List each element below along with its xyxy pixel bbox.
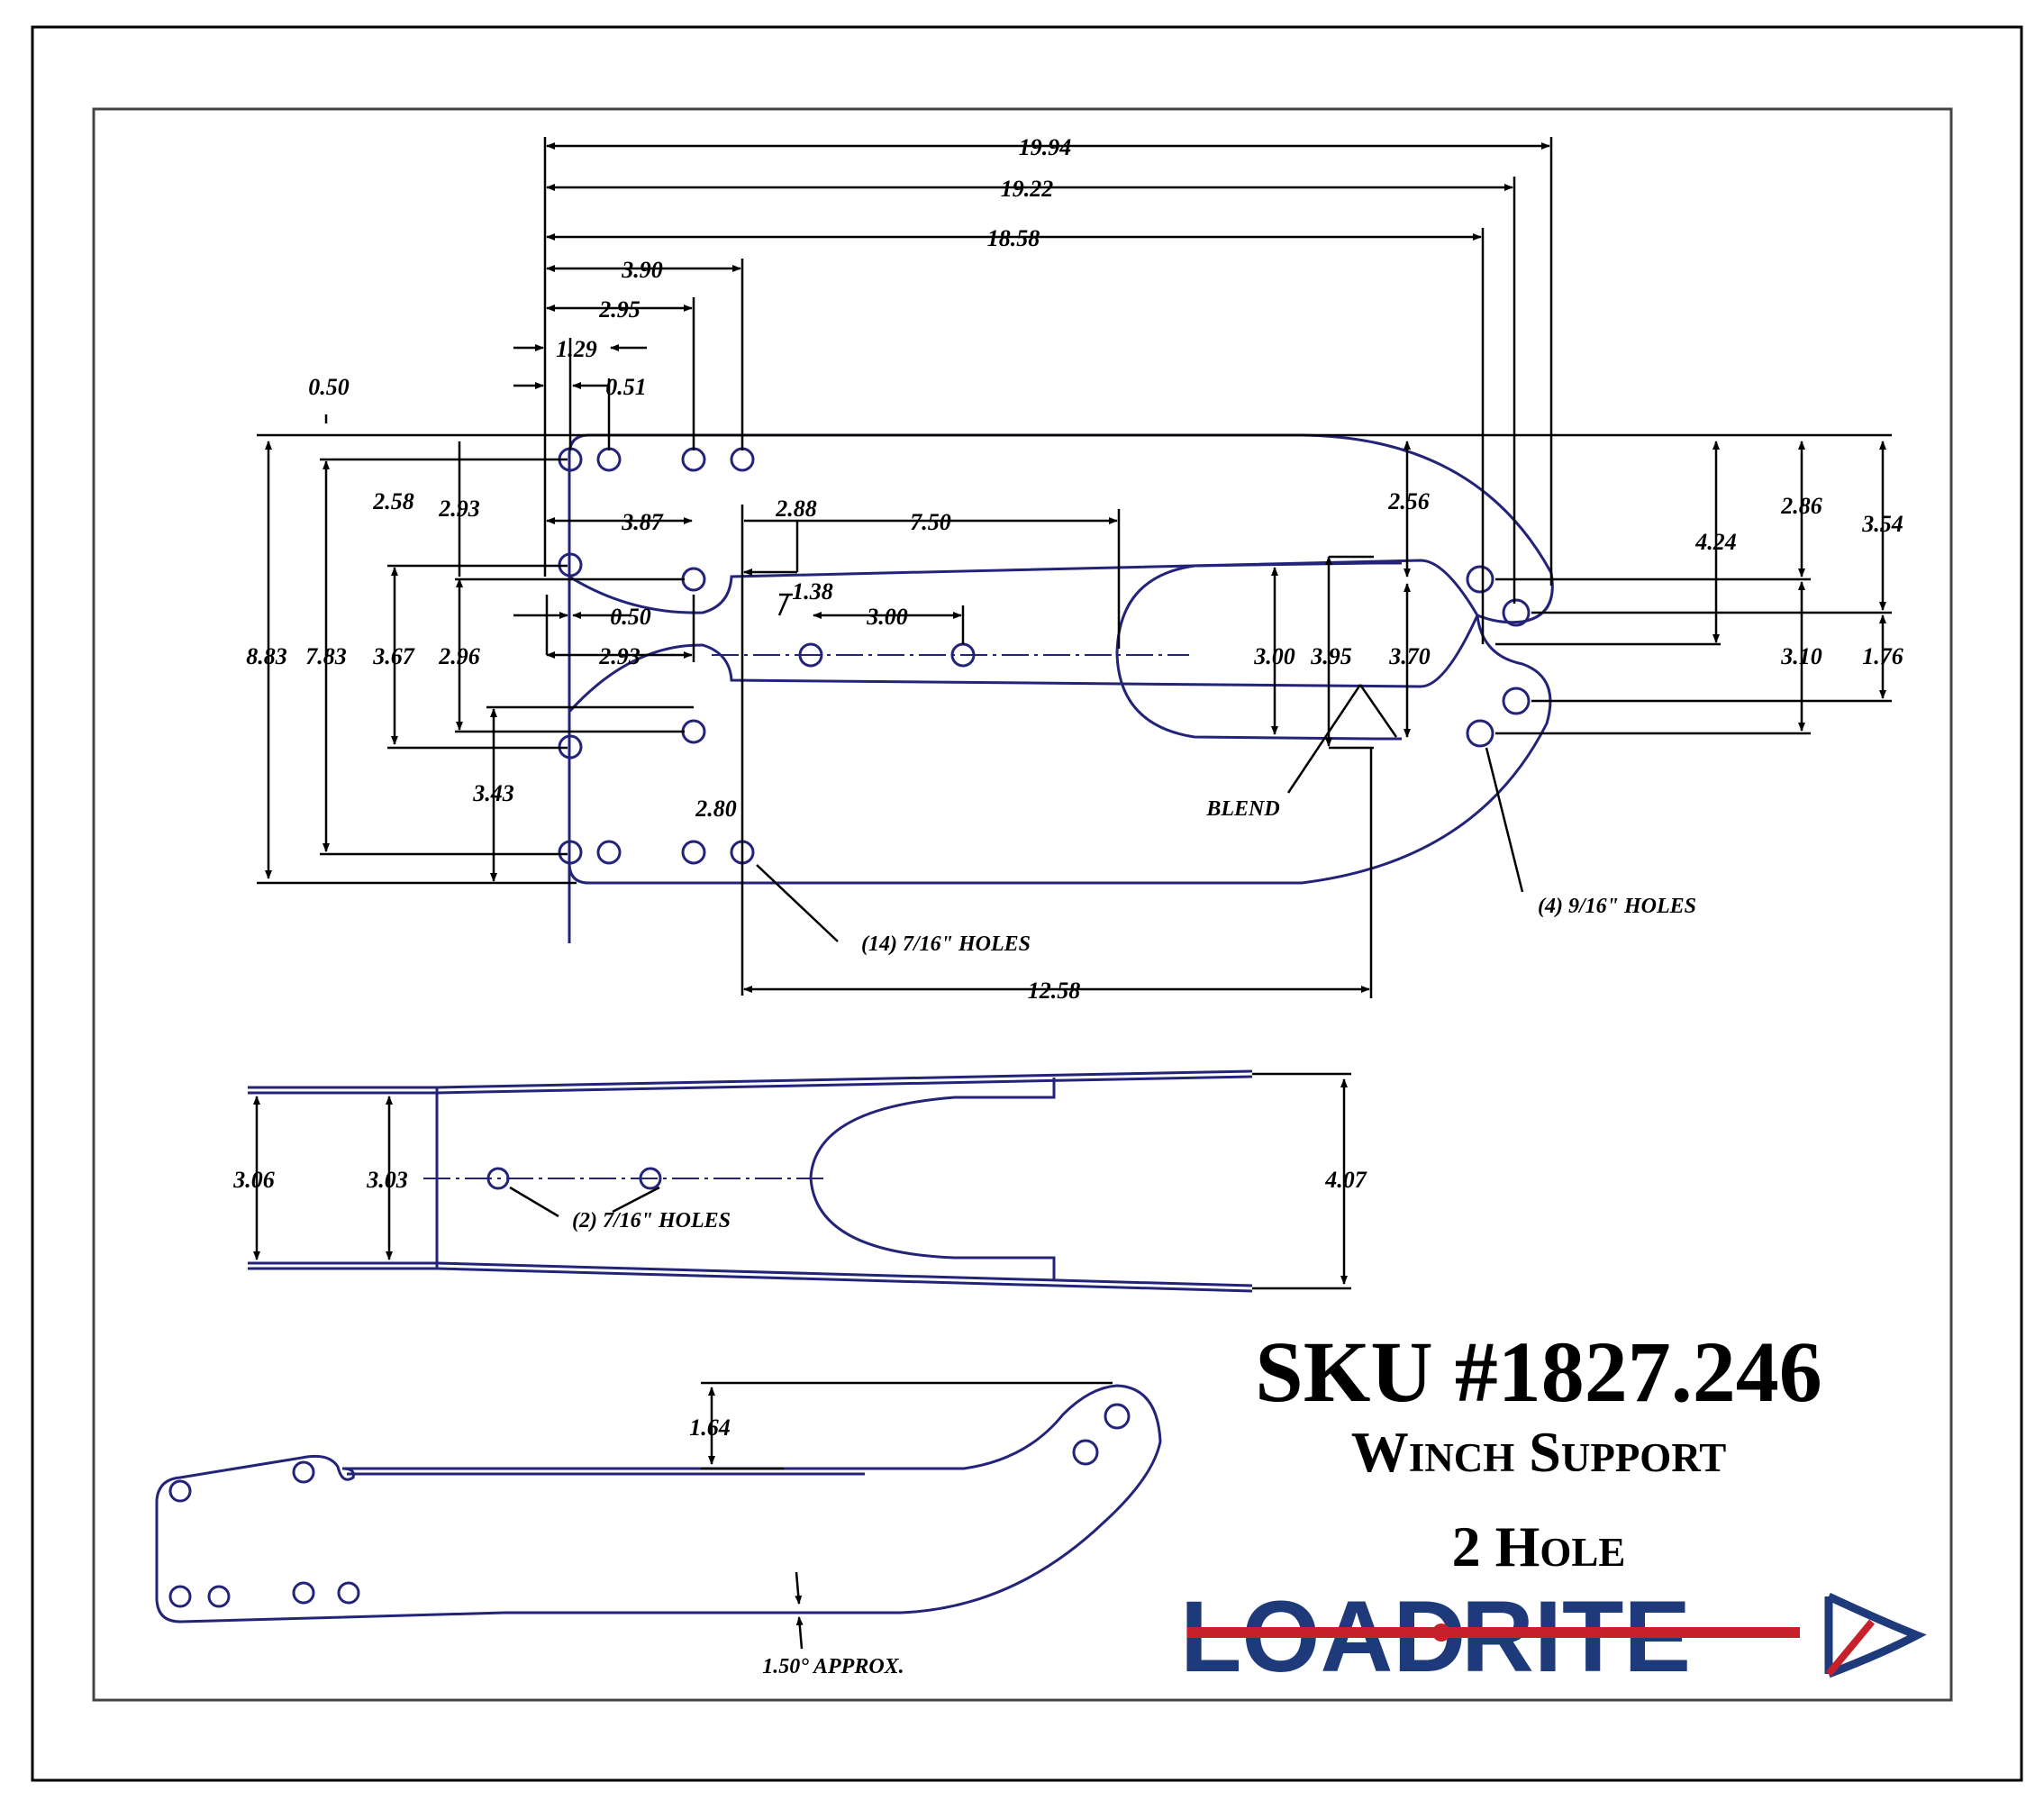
top-view-outline xyxy=(568,433,1554,943)
hole xyxy=(168,1479,192,1503)
dim-19-94: 19.94 xyxy=(1019,134,1072,160)
note-blend: BLEND xyxy=(1205,797,1279,821)
dim-2-88: 2.88 xyxy=(775,496,817,522)
sku-title: SKU #1827.246 xyxy=(1255,1323,1821,1420)
dim-2-56: 2.56 xyxy=(1387,488,1430,514)
dim-7-50: 7.50 xyxy=(910,509,951,535)
middle-view-dimension-lines xyxy=(253,1072,1351,1290)
dim-0-50-mid: 0.50 xyxy=(610,604,651,630)
dim-8-83: 8.83 xyxy=(246,643,287,669)
dim-3-67: 3.67 xyxy=(372,643,415,669)
dim-12-58: 12.58 xyxy=(1028,978,1081,1004)
dim-3-70: 3.70 xyxy=(1388,643,1431,669)
logo-stripe xyxy=(1187,1627,1800,1638)
hole xyxy=(1104,1403,1131,1430)
note-angle: 1.50° APPROX. xyxy=(762,1655,904,1678)
middle-view-part xyxy=(248,1069,1253,1293)
note-4-holes: (4) 9/16" HOLES xyxy=(1538,895,1696,918)
hole xyxy=(596,840,622,865)
dim-2-80: 2.80 xyxy=(695,796,737,822)
side-view-dimension-lines xyxy=(701,1381,1113,1650)
hole xyxy=(168,1585,192,1608)
dim-2-95: 2.95 xyxy=(598,296,640,323)
dim-1-29: 1.29 xyxy=(556,336,597,362)
loadrite-logo: LOAD RITE xyxy=(1180,1580,1927,1693)
dim-18-58: 18.58 xyxy=(987,225,1040,251)
hole xyxy=(596,447,622,472)
side-view-part xyxy=(155,1384,1162,1624)
hole xyxy=(681,447,706,472)
hole xyxy=(730,447,755,472)
hole xyxy=(1466,719,1494,748)
dim-3-87: 3.87 xyxy=(621,509,664,535)
hole xyxy=(681,719,706,744)
middle-view-u-cutout xyxy=(809,1078,1056,1279)
title-block: SKU #1827.246 Winch Support 2 Hole xyxy=(1255,1323,1821,1578)
outer-frame xyxy=(31,25,2023,1782)
dim-0-50-top: 0.50 xyxy=(308,374,350,400)
dim-3-43: 3.43 xyxy=(472,780,514,806)
note-2-holes: (2) 7/16" HOLES xyxy=(572,1209,731,1232)
top-view-dimension-text: 19.94 19.22 18.58 3.90 2.95 1.29 0.51 0.… xyxy=(246,134,1903,1004)
dim-3-06: 3.06 xyxy=(232,1167,275,1193)
top-view-inner-slot xyxy=(568,559,1479,714)
hole xyxy=(292,1460,315,1484)
hole xyxy=(681,840,706,865)
logo-mark-icon xyxy=(1824,1592,1927,1678)
part-subtitle: 2 Hole xyxy=(1452,1514,1626,1578)
dim-3-10: 3.10 xyxy=(1780,643,1822,669)
top-view-u-cutout xyxy=(1115,561,1376,741)
hole xyxy=(337,1581,360,1605)
dim-0-51: 0.51 xyxy=(605,374,647,400)
hole xyxy=(558,840,583,865)
side-view-dimension-text: 1.64 1.50° APPROX. xyxy=(689,1414,904,1678)
hole xyxy=(1502,687,1531,715)
dim-7-83: 7.83 xyxy=(305,643,347,669)
dim-2-93-left: 2.93 xyxy=(438,496,480,522)
hole xyxy=(681,567,706,592)
dim-2-58: 2.58 xyxy=(372,488,414,514)
middle-view-dimension-text: 3.06 3.03 4.07 (2) 7/16" HOLES xyxy=(232,1167,1367,1232)
top-view-dimension-lines xyxy=(257,137,1892,998)
dim-2-96: 2.96 xyxy=(438,643,480,669)
dim-3-00-holes: 3.00 xyxy=(866,604,908,630)
hole xyxy=(292,1581,315,1605)
side-view-outline xyxy=(155,1384,1162,1624)
dim-4-07: 4.07 xyxy=(1324,1167,1367,1193)
note-14-holes: (14) 7/16" HOLES xyxy=(861,932,1031,956)
top-view-part xyxy=(568,433,1554,943)
dim-1-64: 1.64 xyxy=(689,1414,731,1441)
dim-2-93-mid: 2.93 xyxy=(598,643,640,669)
dim-3-03: 3.03 xyxy=(366,1167,408,1193)
hole xyxy=(1502,598,1531,627)
hole xyxy=(207,1585,231,1608)
dim-1-76: 1.76 xyxy=(1862,643,1903,669)
part-name: Winch Support xyxy=(1351,1420,1727,1484)
dim-2-86: 2.86 xyxy=(1780,493,1822,519)
dim-3-90: 3.90 xyxy=(621,257,663,283)
dim-1-38: 1.38 xyxy=(792,578,833,605)
dim-3-95: 3.95 xyxy=(1310,643,1352,669)
hole xyxy=(1072,1439,1099,1466)
dim-3-00-slot: 3.00 xyxy=(1253,643,1295,669)
inner-frame xyxy=(92,107,1953,1702)
dim-19-22: 19.22 xyxy=(1001,176,1054,202)
dim-4-24: 4.24 xyxy=(1694,529,1737,555)
hole xyxy=(1466,565,1494,594)
logo-dot xyxy=(1432,1624,1450,1642)
dim-3-54: 3.54 xyxy=(1861,511,1903,537)
